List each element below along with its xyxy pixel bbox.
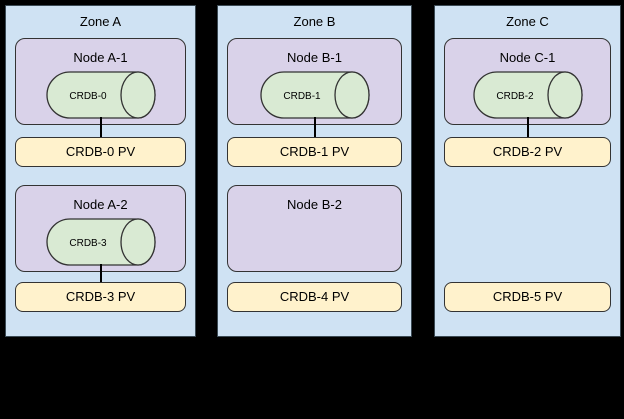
crdb-3-cylinder-icon: CRDB-3 (45, 218, 156, 266)
node-a1-label: Node A-1 (73, 50, 128, 65)
node-b2-label: Node B-2 (287, 197, 342, 212)
zone-a-label: Zone A (79, 14, 122, 29)
node-a2-box: Node A-2 CRDB-3 (15, 185, 186, 272)
crdb-2-pv-connector (526, 117, 529, 138)
crdb-1-label: CRDB-1 (283, 91, 321, 102)
crdb-2-pv-box: CRDB-2 PV (444, 137, 611, 167)
crdb-4-pv-box: CRDB-4 PV (227, 282, 402, 312)
zone-a-container: Zone A Node A-1 CRDB-0 CRDB-0 PV Node A-… (5, 5, 196, 337)
node-b2-box: Node B-2 (227, 185, 402, 272)
crdb-2-cylinder-icon: CRDB-2 (472, 71, 583, 119)
crdb-3-label: CRDB-3 (69, 238, 107, 249)
crdb-2-label: CRDB-2 (496, 91, 534, 102)
zone-c-container: Zone C Node C-1 CRDB-2 CRDB-2 PV CRDB-5 … (434, 5, 621, 337)
crdb-1-cylinder-icon: CRDB-1 (259, 71, 370, 119)
crdb-0-pv-box: CRDB-0 PV (15, 137, 186, 167)
zone-b-label: Zone B (293, 14, 336, 29)
node-a2-label: Node A-2 (73, 197, 128, 212)
crdb-3-pv-connector (99, 264, 102, 283)
crdb-0-label: CRDB-0 (69, 91, 107, 102)
crdb-5-pv-box: CRDB-5 PV (444, 282, 611, 312)
crdb-3-pv-box: CRDB-3 PV (15, 282, 186, 312)
node-a1-box: Node A-1 CRDB-0 (15, 38, 186, 125)
crdb-1-pv-box: CRDB-1 PV (227, 137, 402, 167)
zone-b-container: Zone B Node B-1 CRDB-1 CRDB-1 PV Node B-… (217, 5, 412, 337)
node-c1-label: Node C-1 (499, 50, 556, 65)
crdb-0-cylinder-icon: CRDB-0 (45, 71, 156, 119)
crdb-0-pv-connector (99, 117, 102, 138)
node-c1-box: Node C-1 CRDB-2 (444, 38, 611, 125)
node-b1-box: Node B-1 CRDB-1 (227, 38, 402, 125)
node-b1-label: Node B-1 (287, 50, 342, 65)
crdb-1-pv-connector (313, 117, 316, 138)
zone-c-label: Zone C (506, 14, 549, 29)
